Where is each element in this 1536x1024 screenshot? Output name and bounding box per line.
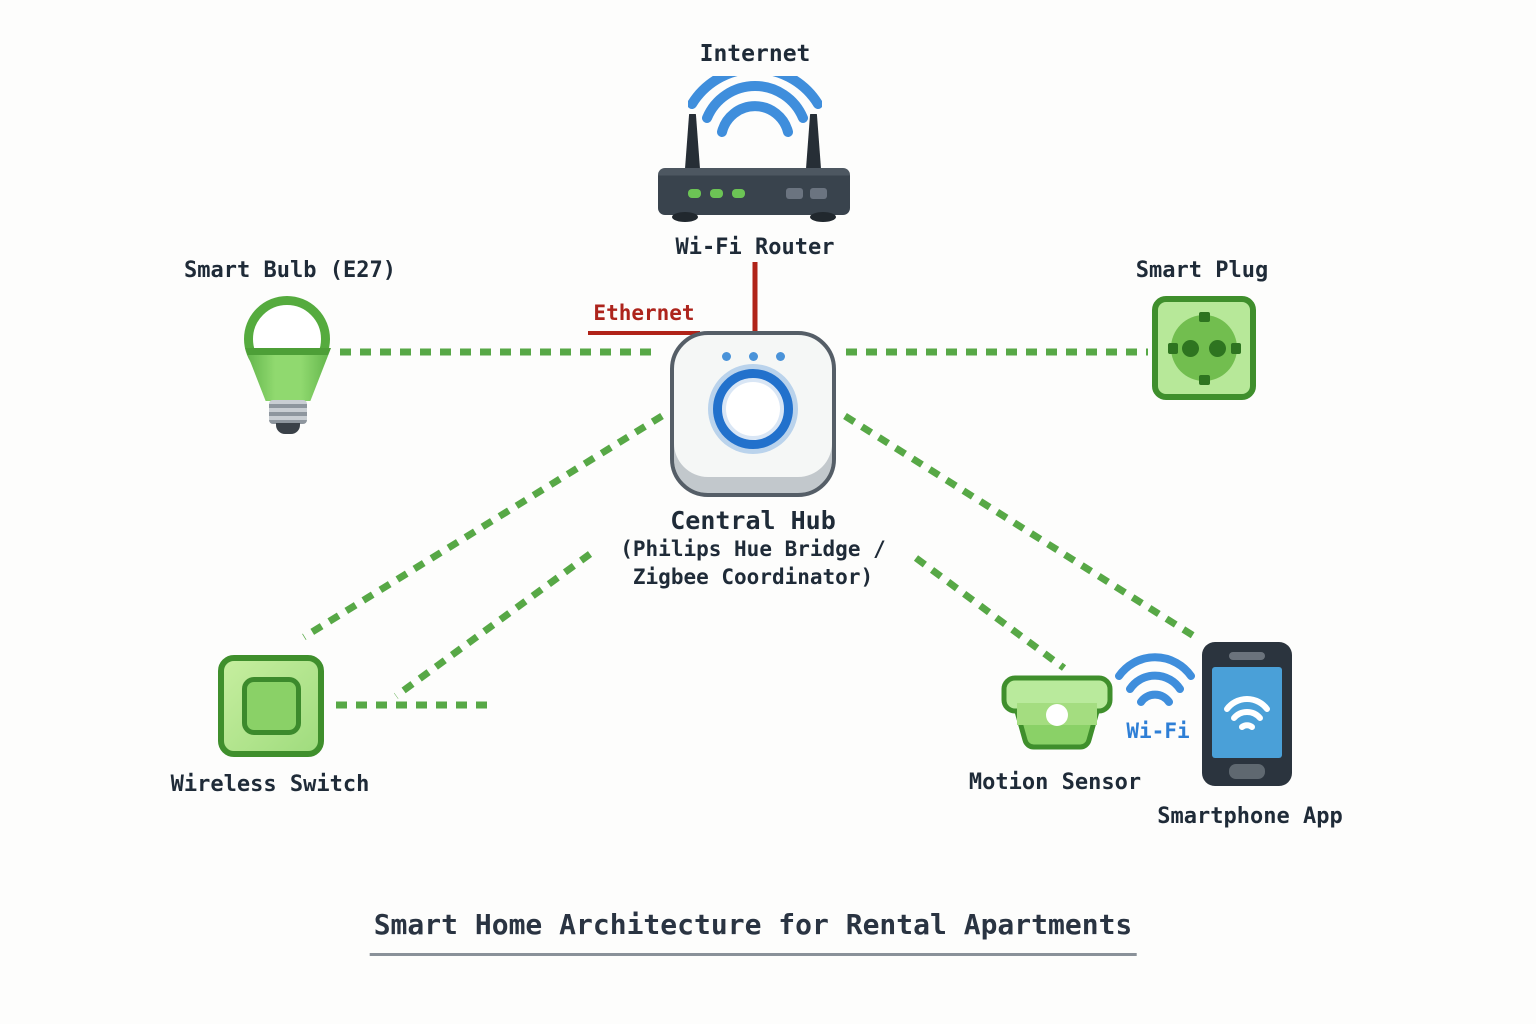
connection-hub-phone <box>843 413 1199 641</box>
plug-tab <box>1231 343 1241 354</box>
plug-hole <box>1182 340 1199 357</box>
wireless-switch-icon <box>218 655 324 757</box>
diagram-title: Smart Home Architecture for Rental Apart… <box>369 908 1137 956</box>
router-antenna-left <box>684 114 701 182</box>
plug-tab <box>1199 375 1210 385</box>
wifi-link-icon <box>1113 650 1197 710</box>
plug-hole <box>1209 340 1226 357</box>
hub-status-led <box>722 352 731 361</box>
sensor-label: Motion Sensor <box>968 770 1142 795</box>
connection-hub-switch-lower <box>393 551 593 699</box>
phone-home-button <box>1229 764 1265 779</box>
internet-label: Internet <box>699 41 811 67</box>
router-foot <box>810 212 836 222</box>
bulb-screw-base <box>269 400 307 424</box>
motion-sensor-icon <box>1000 674 1114 756</box>
wifi-router-icon <box>658 110 850 222</box>
switch-label: Wireless Switch <box>170 772 370 797</box>
wifi-label: Wi-Fi <box>1126 719 1190 743</box>
router-led <box>710 189 723 198</box>
plug-socket <box>1171 315 1237 381</box>
router-led <box>732 189 745 198</box>
router-antenna-right <box>805 114 822 182</box>
plug-label: Smart Plug <box>1135 258 1269 283</box>
router-foot <box>672 212 698 222</box>
plug-tab <box>1168 343 1178 354</box>
bulb-contact-tip <box>276 423 300 434</box>
connection-hub-switch-upper <box>302 413 664 640</box>
smartphone-icon <box>1202 642 1292 786</box>
phone-screen <box>1212 667 1282 758</box>
phone-speaker <box>1229 652 1265 660</box>
plug-tab <box>1199 312 1210 322</box>
hub-button-ring <box>713 369 793 449</box>
hub-status-led <box>749 352 758 361</box>
router-led <box>688 189 701 198</box>
smart-bulb-icon <box>242 296 334 436</box>
phone-label: Smartphone App <box>1157 804 1343 829</box>
ethernet-label: Ethernet <box>593 301 695 325</box>
smart-plug-icon <box>1152 296 1256 400</box>
connection-hub-sensor <box>913 555 1067 671</box>
central-hub-icon <box>670 331 836 497</box>
hub-sublabel-line1: (Philips Hue Bridge / <box>620 537 886 561</box>
router-port <box>786 188 803 199</box>
hub-sublabel-line2: Zigbee Coordinator) <box>632 565 874 589</box>
hub-label: Central Hub <box>670 506 836 535</box>
hub-status-led <box>776 352 785 361</box>
router-port <box>810 188 827 199</box>
phone-wifi-icon <box>1224 696 1270 730</box>
router-label: Wi-Fi Router <box>675 235 835 260</box>
bulb-neck <box>245 348 331 401</box>
bulb-label: Smart Bulb (E27) <box>184 258 396 283</box>
switch-button <box>242 677 301 735</box>
